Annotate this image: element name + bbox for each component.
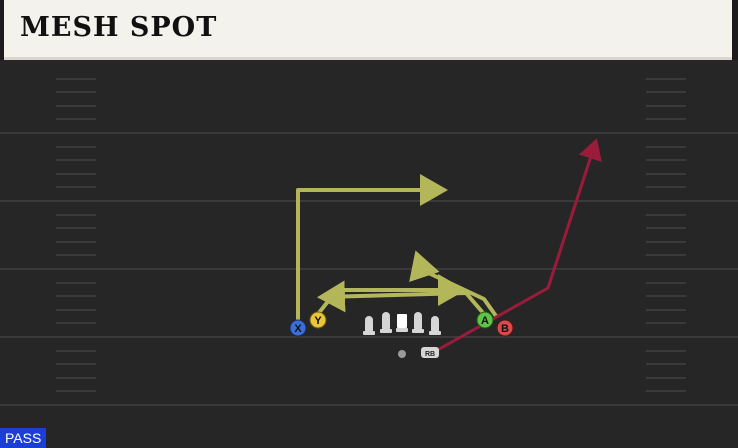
lineman-1	[363, 316, 375, 335]
player-a: A	[476, 311, 494, 329]
title-left-edge	[0, 0, 4, 60]
play-title: MESH SPOT	[20, 12, 218, 43]
qb-marker	[398, 350, 406, 358]
x-route	[296, 174, 448, 324]
play-field: RB X Y A B	[0, 63, 738, 448]
player-b-label: B	[501, 323, 509, 335]
lineman-2	[380, 312, 392, 333]
lineman-4	[412, 312, 424, 333]
center	[396, 314, 408, 332]
player-x: X	[289, 319, 307, 337]
rb-label: RB	[425, 351, 435, 358]
player-x-label: X	[294, 323, 302, 335]
routes	[296, 138, 602, 354]
offensive-line	[363, 312, 441, 335]
play-diagram: RB X Y A B	[0, 78, 738, 406]
player-y-label: Y	[314, 315, 322, 327]
hash-marks-left	[56, 78, 96, 392]
title-corner	[732, 0, 738, 60]
play-type-badge: PASS	[0, 428, 47, 448]
a-spot-route	[409, 250, 498, 318]
player-y: Y	[309, 311, 327, 329]
lineman-5	[429, 316, 441, 335]
yard-lines	[0, 132, 738, 406]
a-route	[317, 280, 486, 316]
rb-marker: RB	[421, 347, 439, 358]
player-b: B	[496, 319, 514, 337]
player-a-label: A	[481, 315, 489, 327]
play-title-bar: MESH SPOT	[0, 0, 738, 60]
hash-marks-right	[646, 78, 686, 392]
rb-route	[432, 138, 602, 354]
